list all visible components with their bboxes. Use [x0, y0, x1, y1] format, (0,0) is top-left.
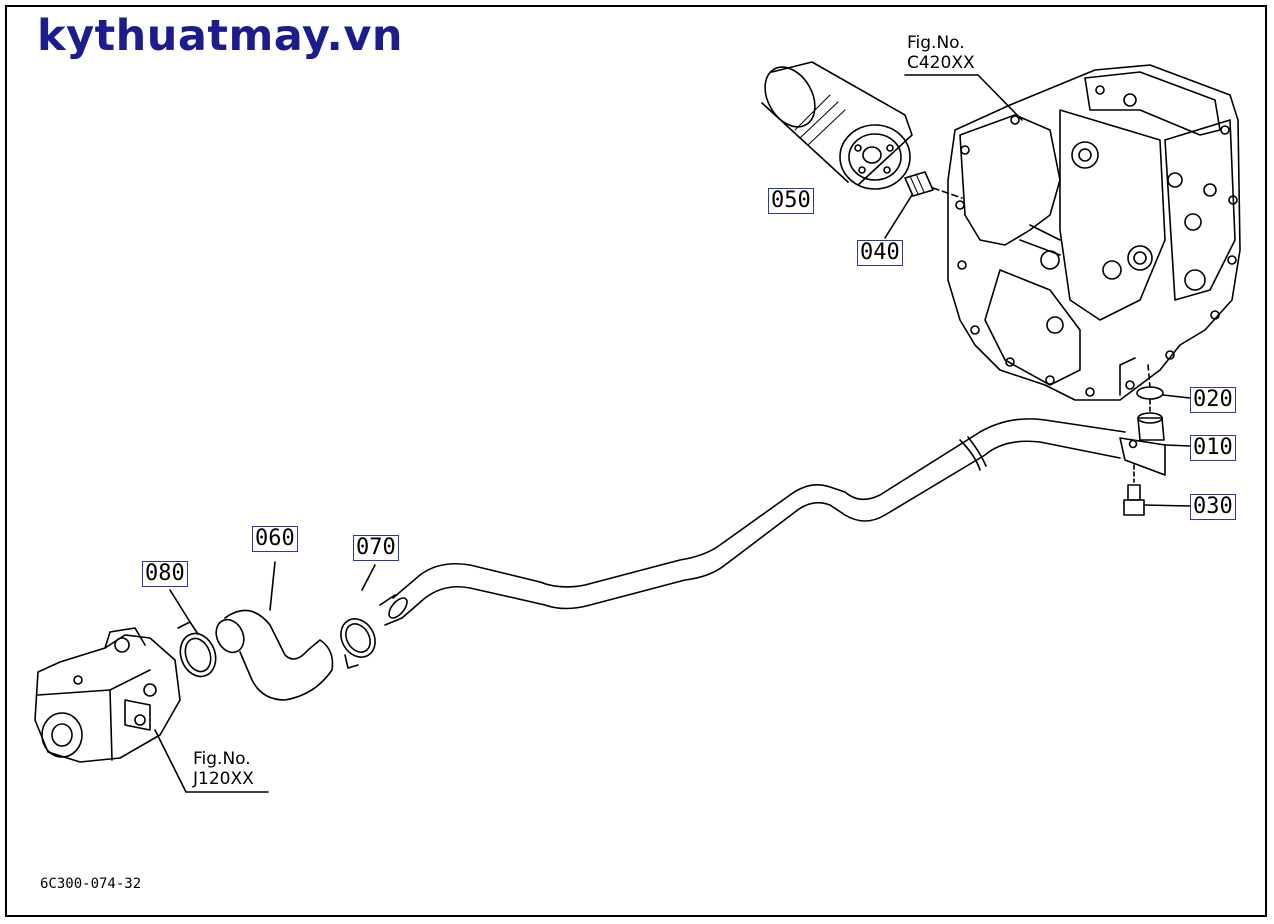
callout-060[interactable]: 060 — [252, 526, 298, 552]
fig-ref-label: Fig.No. — [193, 749, 251, 769]
fig-ref-j120xx[interactable]: Fig.No. J120XX — [193, 749, 254, 789]
callout-080[interactable]: 080 — [142, 561, 188, 587]
brand-watermark: kythuatmay.vn — [37, 11, 404, 61]
callout-070[interactable]: 070 — [353, 535, 399, 561]
fig-ref-c420xx[interactable]: Fig.No. C420XX — [907, 33, 975, 73]
leader-fig-j120xx — [154, 729, 269, 793]
fig-ref-label: Fig.No. — [907, 33, 965, 53]
flange-fitting — [1119, 399, 1191, 476]
o-ring — [1136, 364, 1191, 400]
rubber-hose — [215, 561, 334, 701]
leader-fig-c420xx — [904, 74, 1023, 121]
hose-clamp-070 — [340, 564, 376, 669]
transmission-case — [947, 64, 1241, 401]
callout-050[interactable]: 050 — [768, 188, 814, 214]
fig-ref-code: C420XX — [907, 53, 975, 73]
document-number: 6C300-074-32 — [40, 876, 142, 892]
drain-plug — [1123, 464, 1191, 516]
suction-pipe — [379, 418, 1126, 626]
diagram-frame: kythuatmay.vn — [5, 5, 1267, 917]
hydraulic-pump — [34, 627, 181, 763]
oil-filter — [761, 61, 913, 190]
hose-clamp-080 — [169, 589, 217, 678]
callout-030[interactable]: 030 — [1190, 494, 1236, 520]
callout-010[interactable]: 010 — [1190, 435, 1236, 461]
nipple-fitting — [884, 171, 963, 239]
callout-020[interactable]: 020 — [1190, 387, 1236, 413]
callout-040[interactable]: 040 — [857, 240, 903, 266]
fig-ref-code: J120XX — [193, 769, 254, 789]
